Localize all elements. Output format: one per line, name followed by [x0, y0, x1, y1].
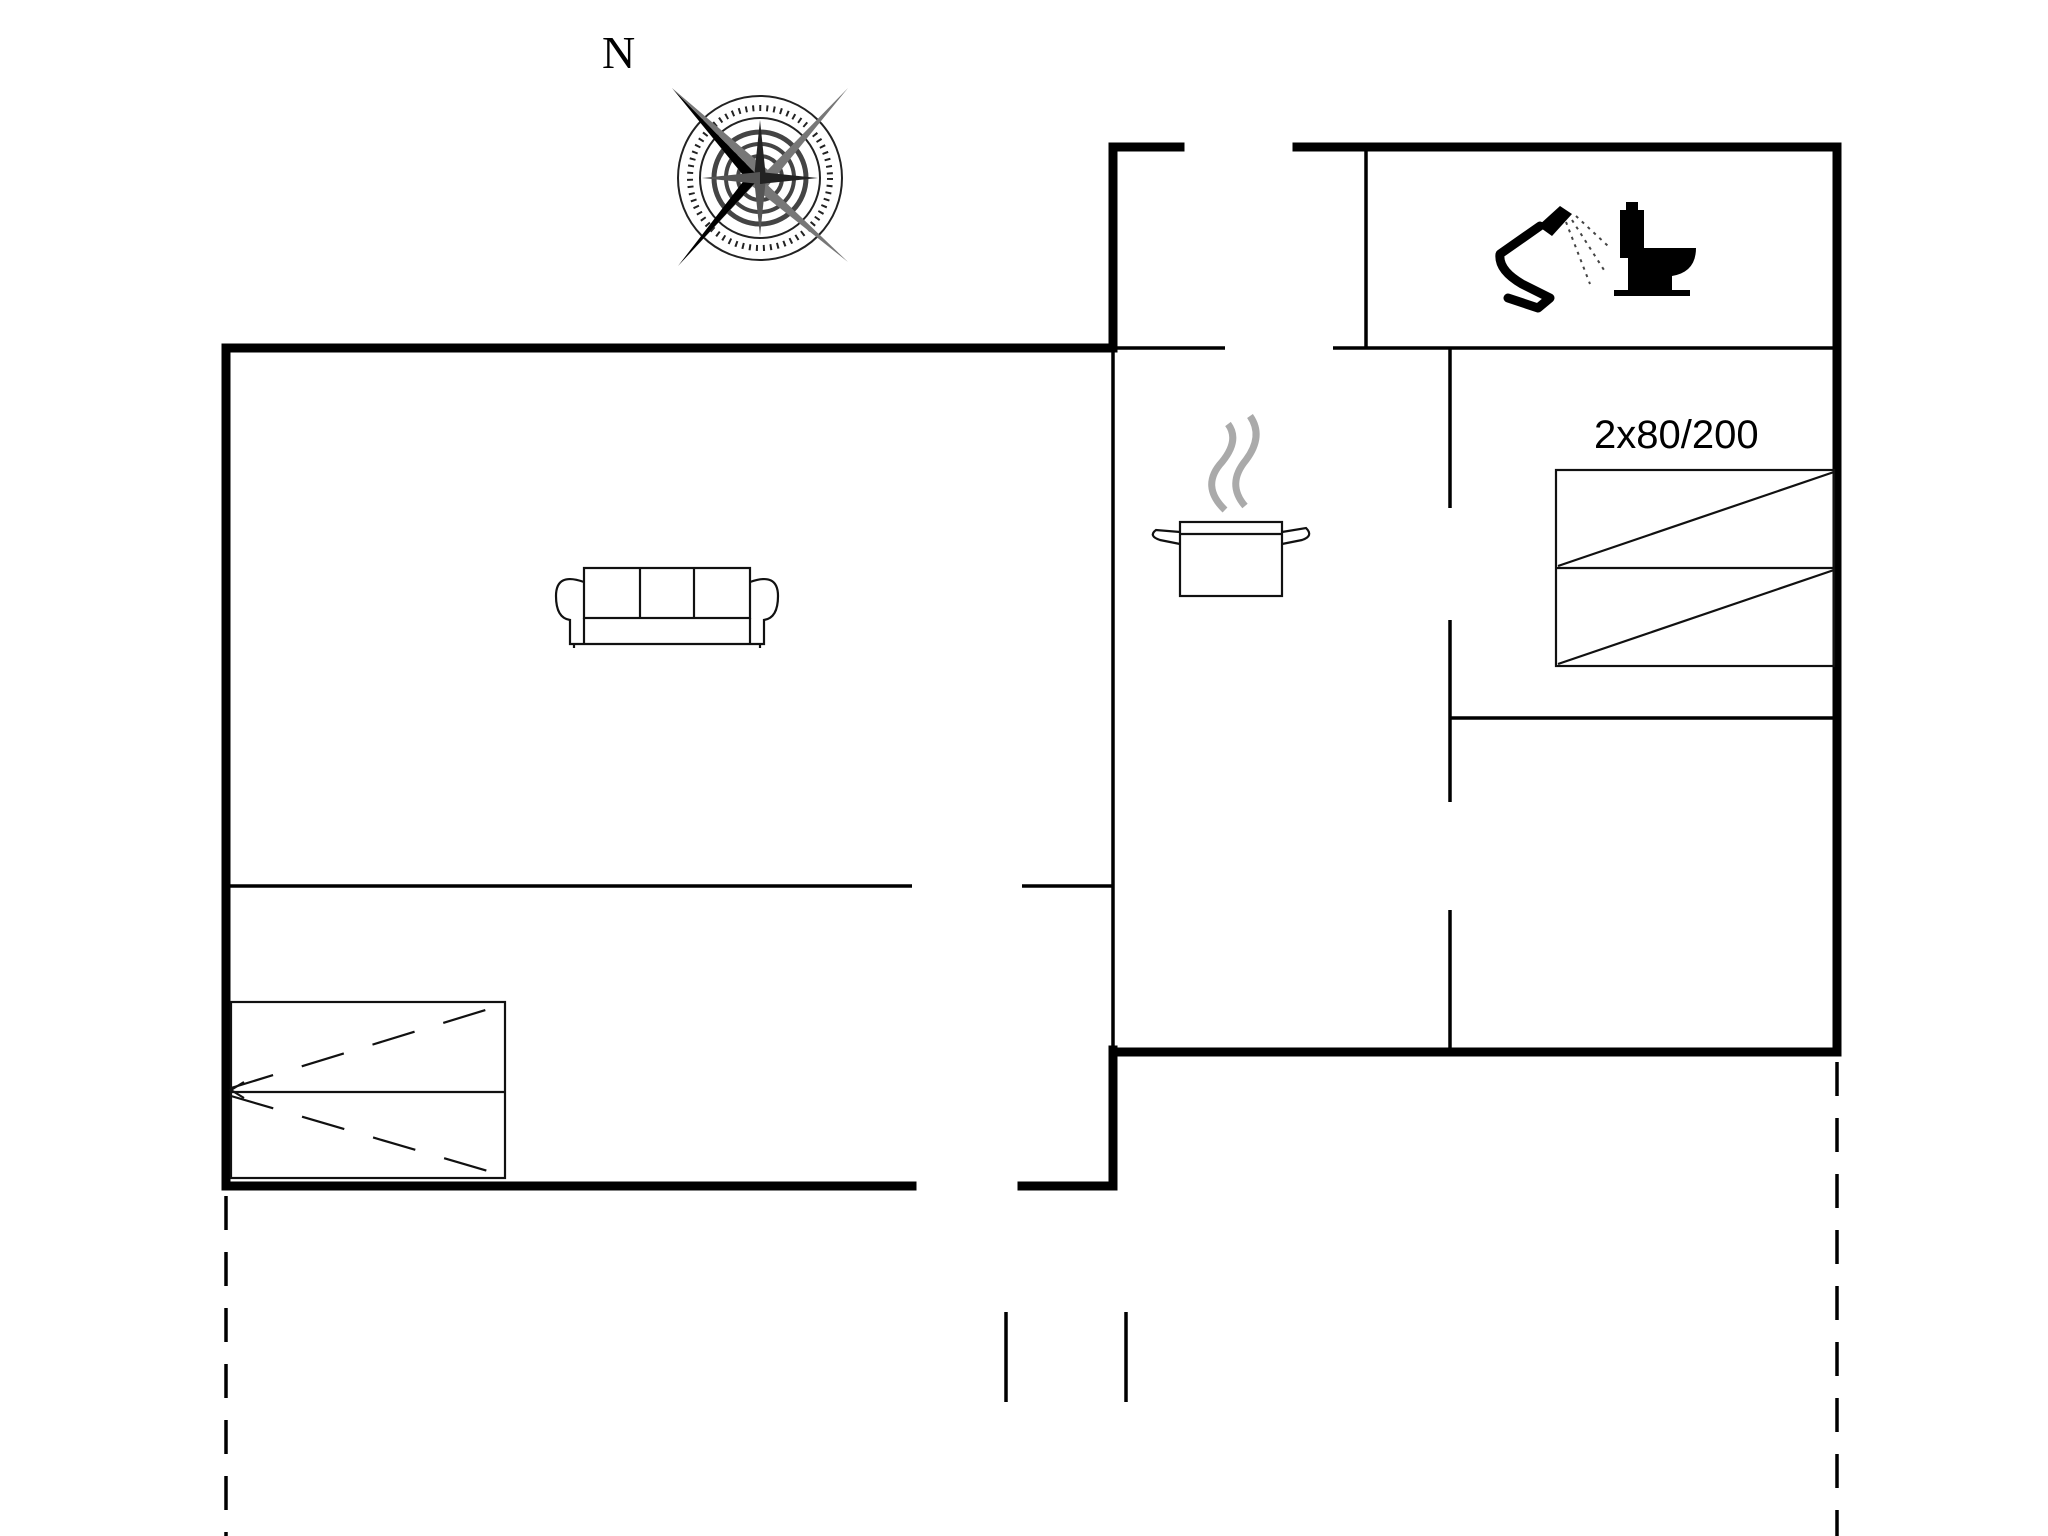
cooking-pot-icon [1151, 413, 1311, 598]
terrace-outline [224, 1062, 1839, 1536]
sofa-icon [554, 566, 780, 648]
sofa-bed [228, 1000, 507, 1180]
twin-beds [1554, 468, 1836, 668]
toilet-icon [1614, 202, 1696, 296]
outer-walls [221, 142, 1842, 1191]
bed-size-label: 2x80/200 [1594, 413, 1759, 457]
compass-rose-icon [672, 88, 848, 266]
north-label: N [602, 27, 635, 78]
interior-walls [226, 147, 1837, 1052]
shower-icon [1495, 206, 1609, 313]
